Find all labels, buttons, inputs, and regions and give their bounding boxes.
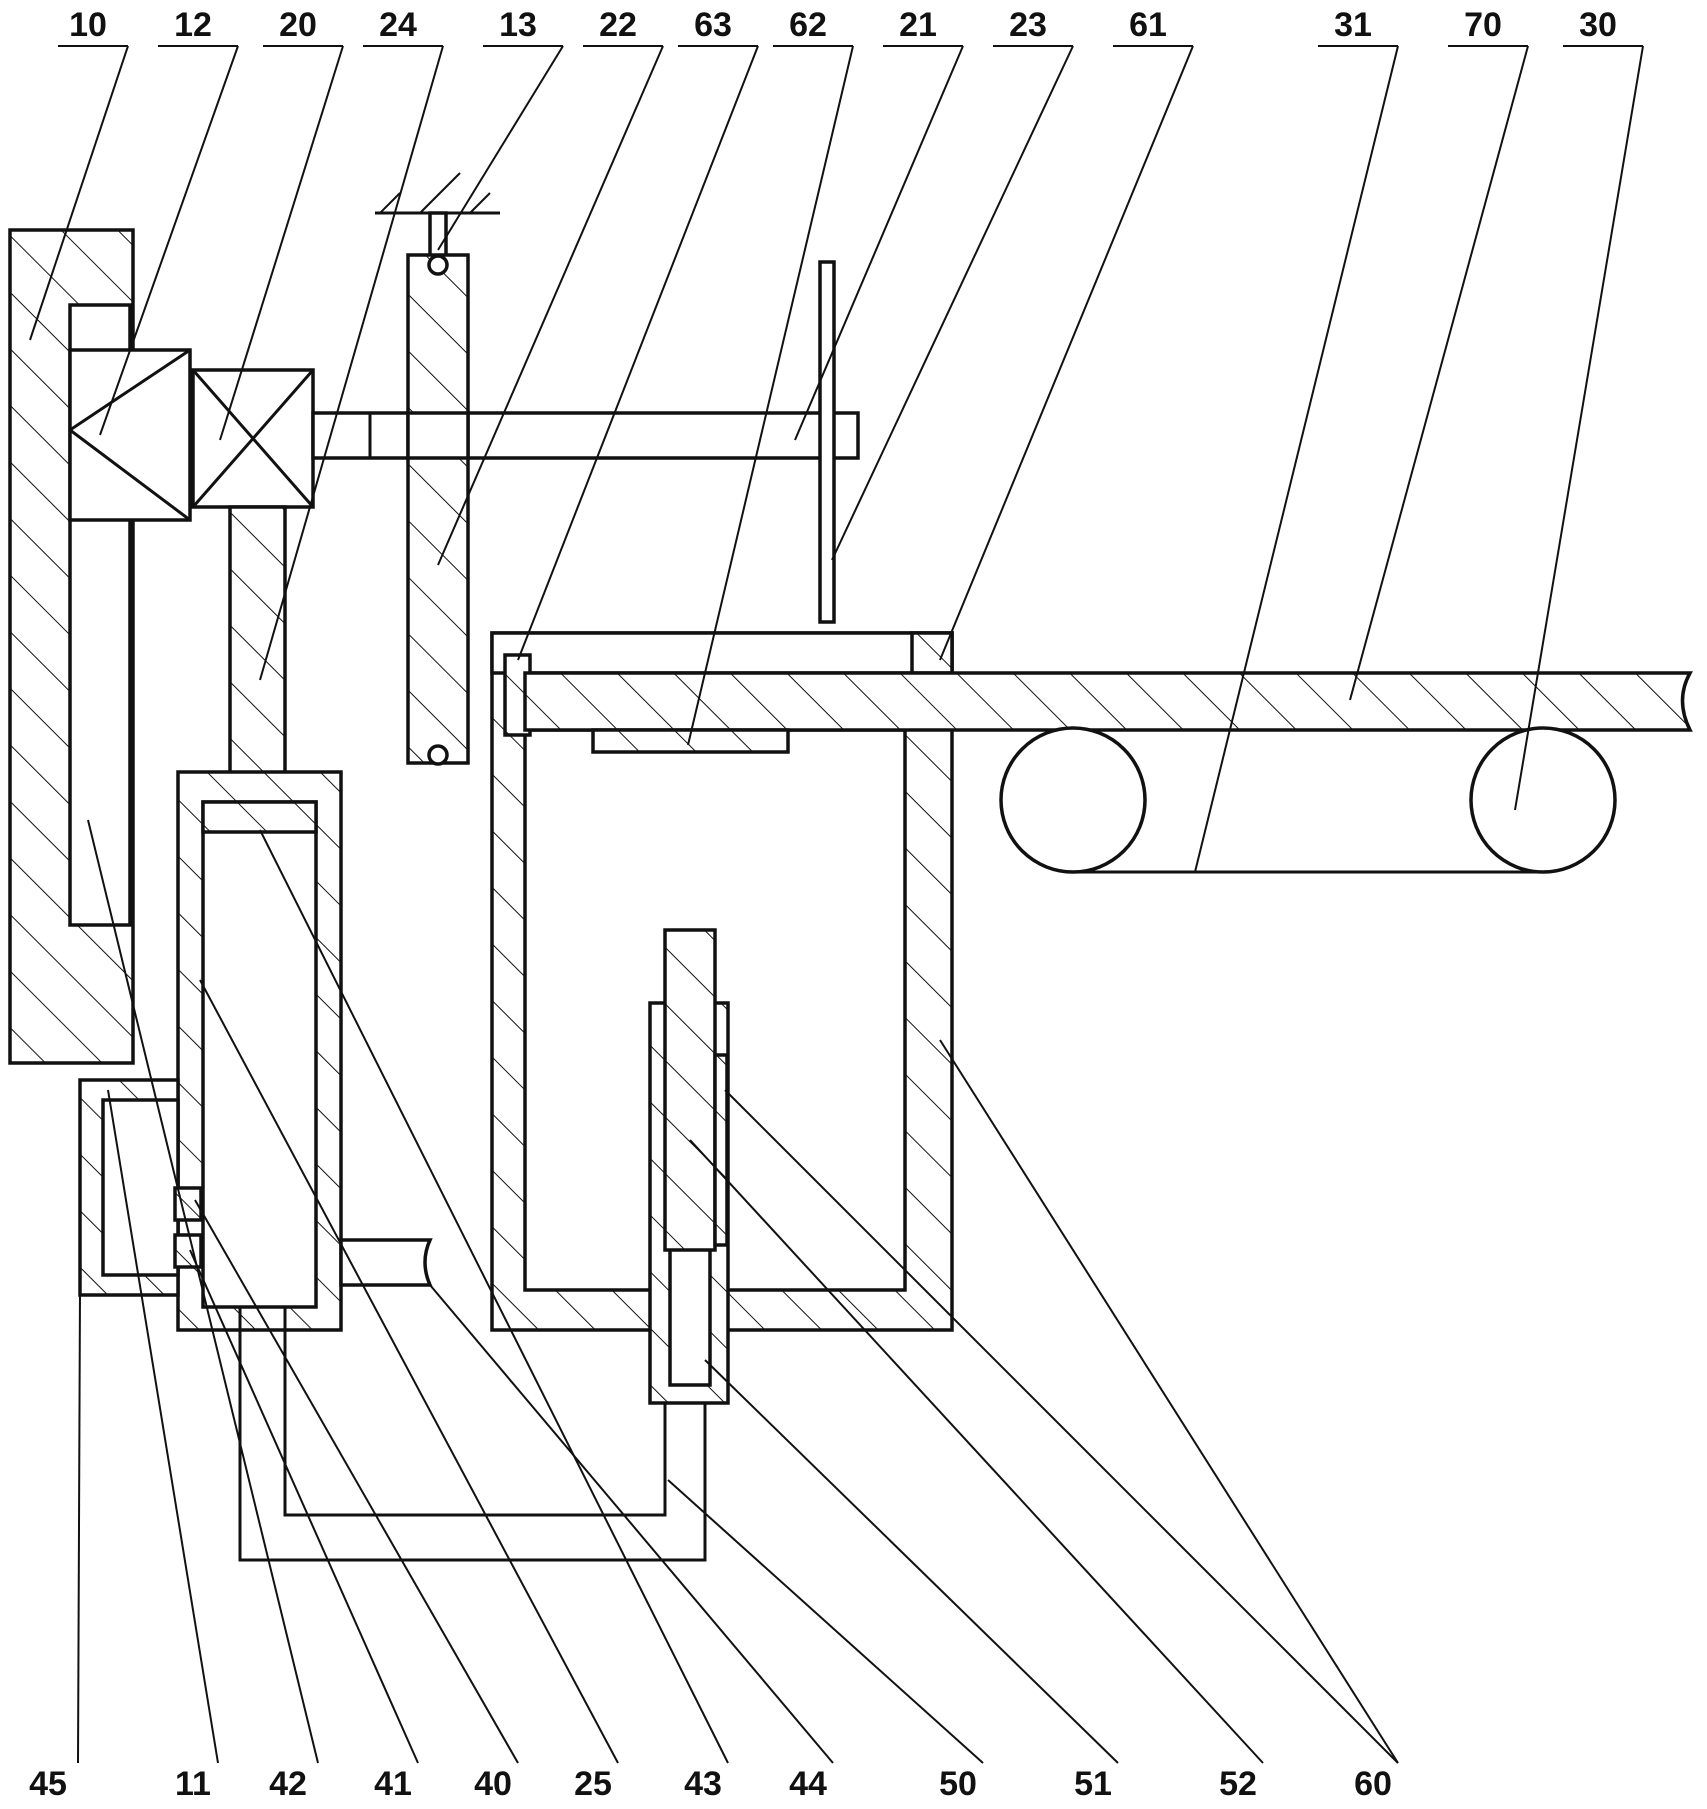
label-41: 41 [374, 1765, 412, 1803]
label-63: 63 [694, 6, 732, 44]
part-41-valve [173, 1233, 203, 1269]
part-30-roller-left [999, 726, 1147, 874]
top-label-row: 10 12 20 24 13 22 63 62 21 23 61 31 70 3… [58, 6, 1643, 47]
label-22: 22 [599, 6, 637, 44]
label-21: 21 [899, 6, 937, 44]
part-24-rod [228, 505, 287, 799]
pivot-top [427, 254, 449, 276]
part-44-pipe [238, 1307, 707, 1562]
cylinder-bore [201, 800, 318, 1309]
bottom-label-row: 45 11 42 41 40 25 43 44 50 51 52 60 [29, 1765, 1392, 1803]
part-51-rod [663, 928, 717, 1252]
label-30: 30 [1579, 6, 1617, 44]
part-70-board [523, 671, 1693, 732]
pivot-bottom [427, 744, 449, 766]
part-25-piston [201, 800, 318, 834]
part-22-swing-bar [406, 253, 470, 765]
label-13: 13 [499, 6, 537, 44]
label-40: 40 [474, 1765, 512, 1803]
part-21-shaft [311, 411, 860, 460]
label-42: 42 [269, 1765, 307, 1803]
part-23-blade [818, 260, 836, 624]
label-23: 23 [1009, 6, 1047, 44]
label-12: 12 [174, 6, 212, 44]
label-51: 51 [1074, 1765, 1112, 1803]
label-20: 20 [279, 6, 317, 44]
part-43-outlet [339, 1238, 433, 1287]
part-30-roller-right [1469, 726, 1617, 874]
label-25: 25 [574, 1765, 612, 1803]
label-11: 11 [175, 1765, 211, 1803]
label-44: 44 [789, 1765, 827, 1803]
label-50: 50 [939, 1765, 977, 1803]
label-43: 43 [684, 1765, 722, 1803]
label-31: 31 [1334, 6, 1372, 44]
part-52-strip [713, 1053, 729, 1247]
label-52: 52 [1219, 1765, 1257, 1803]
part-61-lip [490, 631, 954, 675]
leader-lines [29, 45, 1644, 1764]
label-61: 61 [1129, 6, 1167, 44]
label-45: 45 [29, 1765, 67, 1803]
part-12-motor [68, 348, 192, 522]
label-60: 60 [1354, 1765, 1392, 1803]
label-62: 62 [789, 6, 827, 44]
label-70: 70 [1464, 6, 1502, 44]
part-62-plate [591, 728, 790, 754]
label-10: 10 [69, 6, 107, 44]
label-24: 24 [379, 6, 417, 44]
